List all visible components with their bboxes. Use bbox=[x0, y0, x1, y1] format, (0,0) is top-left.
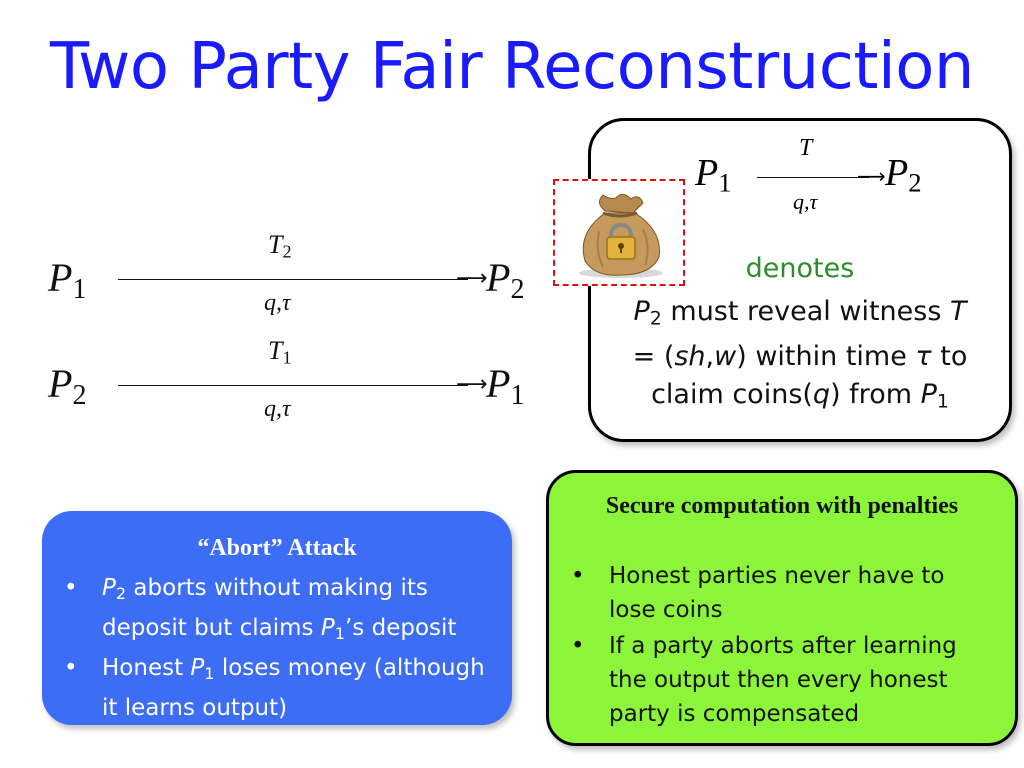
arrow-top-label: T1 bbox=[268, 336, 292, 369]
arrow-top-label: T2 bbox=[268, 230, 292, 263]
arrow-to: P1 bbox=[486, 360, 524, 412]
abort-list: P2 aborts without making its deposit but… bbox=[60, 571, 500, 725]
arrow-bottom-label: q,τ bbox=[264, 290, 291, 317]
secure-list: Honest parties never have to lose coins … bbox=[567, 559, 997, 733]
arrow-head-icon: ⟶ bbox=[857, 166, 886, 186]
money-bag-frame bbox=[553, 179, 685, 286]
def-arrow-to: P2 bbox=[885, 151, 922, 199]
money-bag-icon bbox=[555, 181, 683, 284]
arrow-from: P1 bbox=[48, 254, 86, 306]
arrow-line bbox=[118, 385, 468, 386]
list-item: If a party aborts after learning the out… bbox=[567, 629, 997, 731]
arrow-bottom-label: q,τ bbox=[264, 396, 291, 423]
arrow-p1-to-p2: P1 T2 ⟶ q,τ P2 bbox=[48, 236, 548, 326]
abort-attack-box: “Abort” Attack P2 aborts without making … bbox=[42, 511, 512, 725]
arrow-from: P2 bbox=[48, 360, 86, 412]
list-item: Honest P1 loses money (although it learn… bbox=[60, 651, 500, 725]
definition-arrow: P1 T ⟶ q,τ P2 bbox=[695, 129, 955, 219]
slide-title: Two Party Fair Reconstruction bbox=[0, 30, 1024, 104]
arrow-to: P2 bbox=[486, 254, 524, 306]
def-arrow-from: P1 bbox=[695, 151, 732, 199]
arrow-head-icon: ⟶ bbox=[456, 374, 488, 396]
arrow-line bbox=[118, 279, 468, 280]
secure-title: Secure computation with penalties bbox=[589, 489, 975, 523]
definition-line-2: = (sh,w) within time τ to bbox=[601, 338, 999, 376]
def-arrow-bottom-label: q,τ bbox=[793, 189, 817, 215]
list-item: P2 aborts without making its deposit but… bbox=[60, 571, 500, 651]
definition-line-3: claim coins(q) from P1 bbox=[601, 376, 999, 421]
secure-computation-box: Secure computation with penalties Honest… bbox=[546, 470, 1018, 746]
definition-line-1: P2 must reveal witness T bbox=[601, 293, 999, 338]
definition-text: P2 must reveal witness T = (sh,w) within… bbox=[601, 293, 999, 420]
arrow-p2-to-p1: P2 T1 ⟶ q,τ P1 bbox=[48, 342, 548, 432]
abort-title: “Abort” Attack bbox=[42, 535, 512, 562]
arrow-head-icon: ⟶ bbox=[456, 268, 488, 290]
def-arrow-top-label: T bbox=[799, 135, 812, 162]
def-arrow-line bbox=[757, 177, 869, 178]
list-item: Honest parties never have to lose coins bbox=[567, 559, 997, 627]
